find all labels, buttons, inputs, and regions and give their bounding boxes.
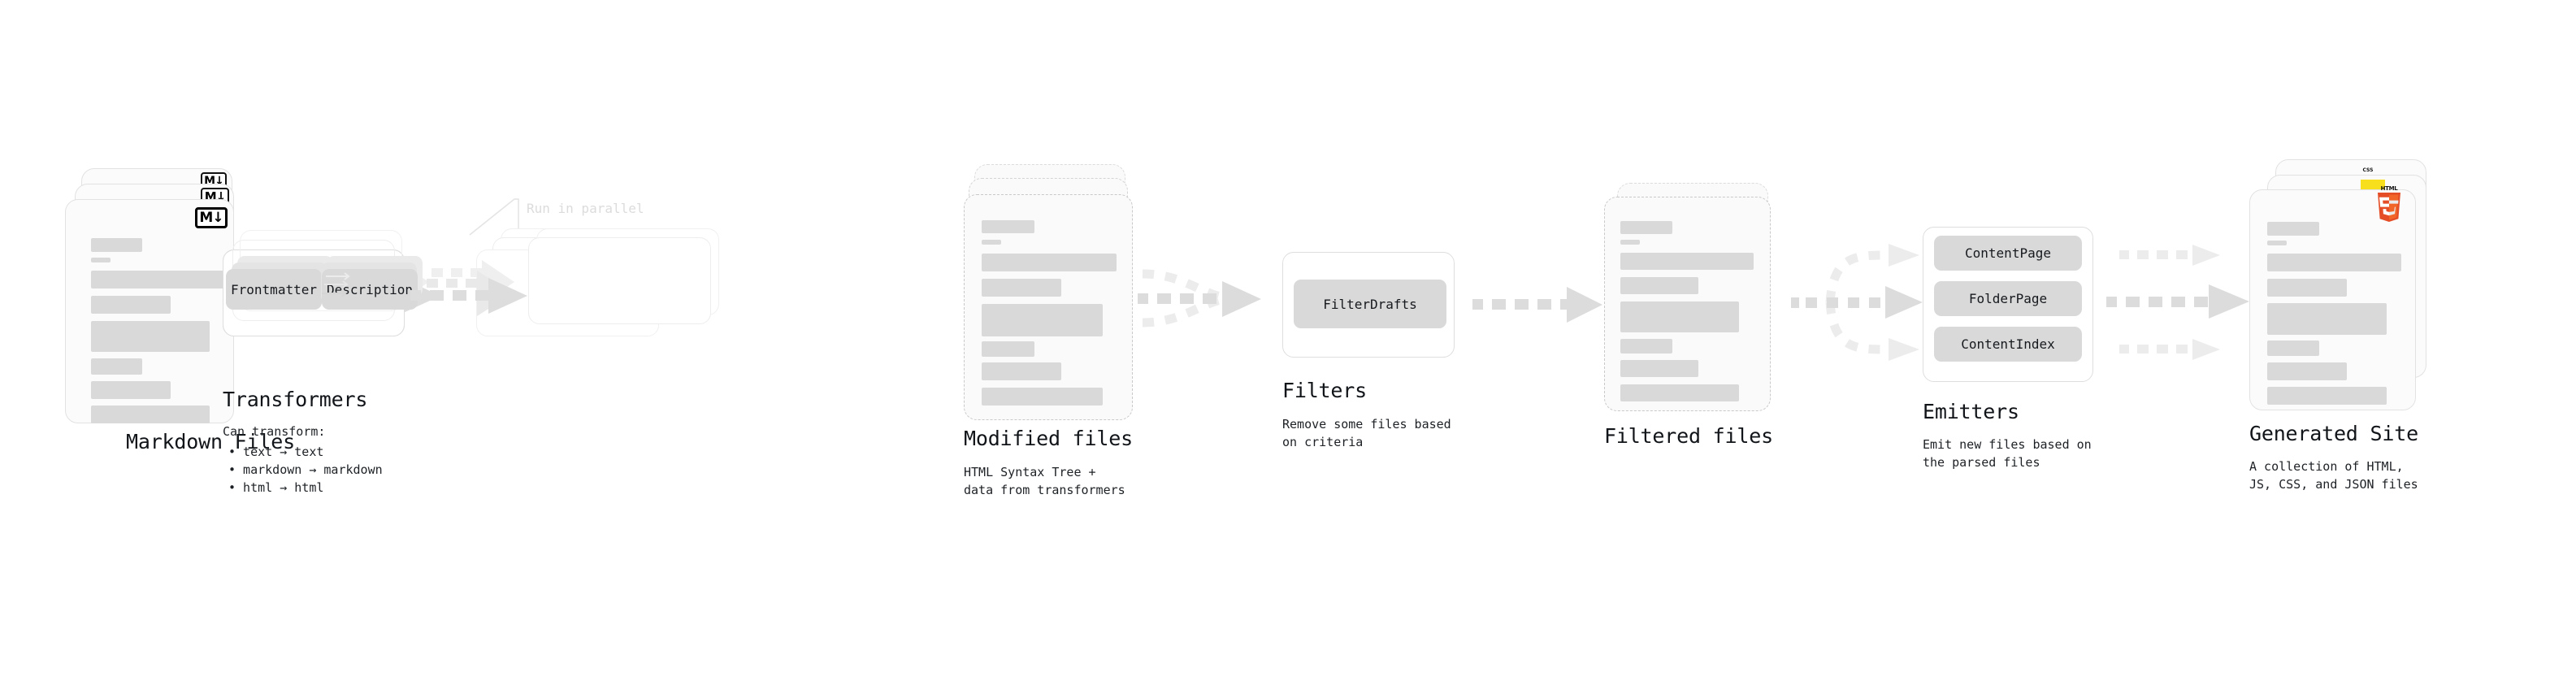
skeleton-line	[91, 238, 142, 252]
skeleton-line	[982, 362, 1061, 380]
connector-modified-to-filters	[1138, 269, 1261, 327]
skeleton-line	[982, 341, 1034, 357]
skeleton-line	[982, 279, 1061, 297]
skeleton-line	[2267, 340, 2319, 356]
run-in-parallel-bracket	[469, 198, 519, 236]
html5-icon	[2378, 193, 2400, 222]
stage-title-modified-files: Modified files	[964, 427, 1133, 450]
chip-folderpage[interactable]: FolderPage	[1934, 281, 2082, 316]
chip-filterdrafts[interactable]: FilterDrafts	[1294, 280, 1446, 328]
skeleton-line	[1620, 253, 1754, 270]
skeleton-line	[1620, 277, 1698, 294]
skeleton-line	[982, 388, 1103, 406]
stage-title-filters: Filters	[1282, 379, 1367, 402]
modified-files-caption: HTML Syntax Tree + data from transformer…	[964, 465, 1125, 497]
stage-title-emitters: Emitters	[1923, 400, 2019, 423]
skeleton-line	[2267, 303, 2387, 335]
skeleton-line	[982, 254, 1117, 271]
skeleton-line	[2267, 362, 2347, 380]
connector-filters-to-filtered	[1472, 287, 1602, 323]
skeleton-line	[982, 220, 1034, 233]
stage-title-filtered-files: Filtered files	[1604, 424, 1773, 448]
html5-icon-label: HTML	[2380, 185, 2398, 192]
connector-filtered-to-emitters	[1791, 244, 1923, 361]
stage-title-generated-site: Generated Site	[2249, 422, 2418, 445]
skeleton-line	[1620, 339, 1672, 354]
filters-caption: Remove some files based on criteria	[1282, 417, 1451, 449]
skeleton-line	[1620, 384, 1739, 401]
skeleton-line	[2267, 254, 2401, 271]
skeleton-line	[1620, 301, 1739, 332]
connector-emitters-to-site	[2106, 245, 2249, 360]
transformers-bullet-2: • html → html	[228, 480, 324, 495]
skeleton-line	[2267, 222, 2319, 236]
inner-arrow-frontmatter-to-description	[322, 272, 350, 297]
chip-frontmatter[interactable]: Frontmatter	[226, 269, 322, 310]
skeleton-line	[91, 406, 210, 423]
connector-transformers-to-modified	[410, 260, 527, 316]
chip-contentpage[interactable]: ContentPage	[1934, 236, 2082, 271]
skeleton-line	[1620, 240, 1640, 245]
stage-title-transformers: Transformers	[223, 388, 368, 411]
transformer-group-back-right-1	[528, 237, 711, 324]
chip-contentindex[interactable]: ContentIndex	[1934, 327, 2082, 362]
stage-title-markdown-files: Markdown Files	[126, 430, 295, 453]
skeleton-line	[2267, 279, 2347, 297]
skeleton-line	[91, 381, 171, 399]
skeleton-line	[91, 296, 171, 314]
emitters-caption: Emit new files based on the parsed files	[1923, 437, 2092, 470]
skeleton-line	[91, 321, 210, 352]
skeleton-line	[1620, 360, 1698, 377]
skeleton-line	[2267, 241, 2287, 245]
skeleton-line	[91, 271, 223, 288]
markdown-icon: M↓	[195, 207, 228, 228]
generated-site-caption: A collection of HTML, JS, CSS, and JSON …	[2249, 459, 2418, 492]
transformers-caption: Can transform:	[223, 424, 326, 439]
run-in-parallel-label: Run in parallel	[527, 201, 644, 216]
skeleton-line	[2267, 387, 2387, 405]
transformers-bullet-1: • markdown → markdown	[228, 462, 383, 477]
skeleton-line	[982, 240, 1001, 245]
skeleton-line	[91, 258, 111, 262]
skeleton-line	[91, 358, 142, 375]
skeleton-line	[982, 304, 1103, 336]
skeleton-line	[1620, 221, 1672, 234]
css-icon-label: CSS	[2362, 167, 2374, 173]
transformers-bullet-0: • text → text	[228, 445, 324, 459]
